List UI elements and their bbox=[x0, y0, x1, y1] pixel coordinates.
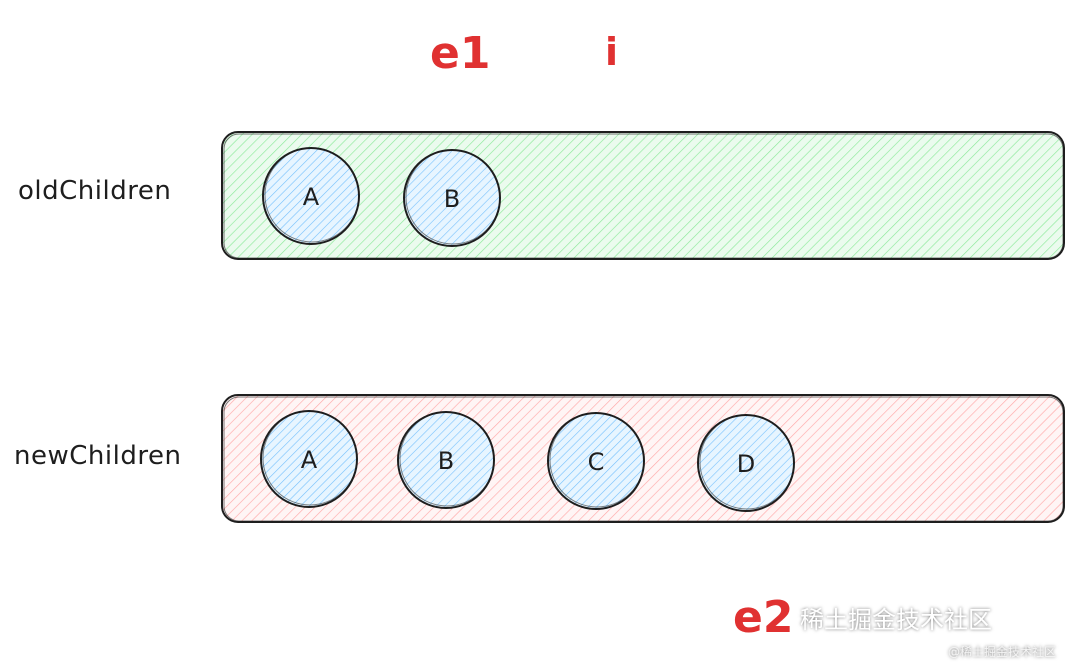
old-children-label: oldChildren bbox=[18, 176, 172, 206]
node-label: A bbox=[301, 446, 318, 474]
new-node: A bbox=[260, 410, 358, 508]
node-label: D bbox=[737, 450, 755, 478]
old-node: B bbox=[403, 149, 501, 247]
e2-pointer-label: e2 bbox=[733, 592, 794, 643]
node-label: B bbox=[438, 447, 454, 475]
node-label: C bbox=[588, 448, 605, 476]
new-node: C bbox=[547, 412, 645, 510]
e1-pointer-label: e1 bbox=[430, 28, 491, 79]
new-children-label: newChildren bbox=[14, 441, 182, 471]
node-label: A bbox=[303, 183, 320, 211]
old-node: A bbox=[262, 147, 360, 245]
watermark-small: @稀土掘金技术社区 bbox=[948, 645, 1057, 659]
new-node: D bbox=[697, 414, 795, 512]
watermark-main: 稀土掘金技术社区 bbox=[800, 606, 992, 634]
i-pointer-label: i bbox=[605, 30, 619, 74]
node-label: B bbox=[444, 185, 460, 213]
new-node: B bbox=[397, 411, 495, 509]
